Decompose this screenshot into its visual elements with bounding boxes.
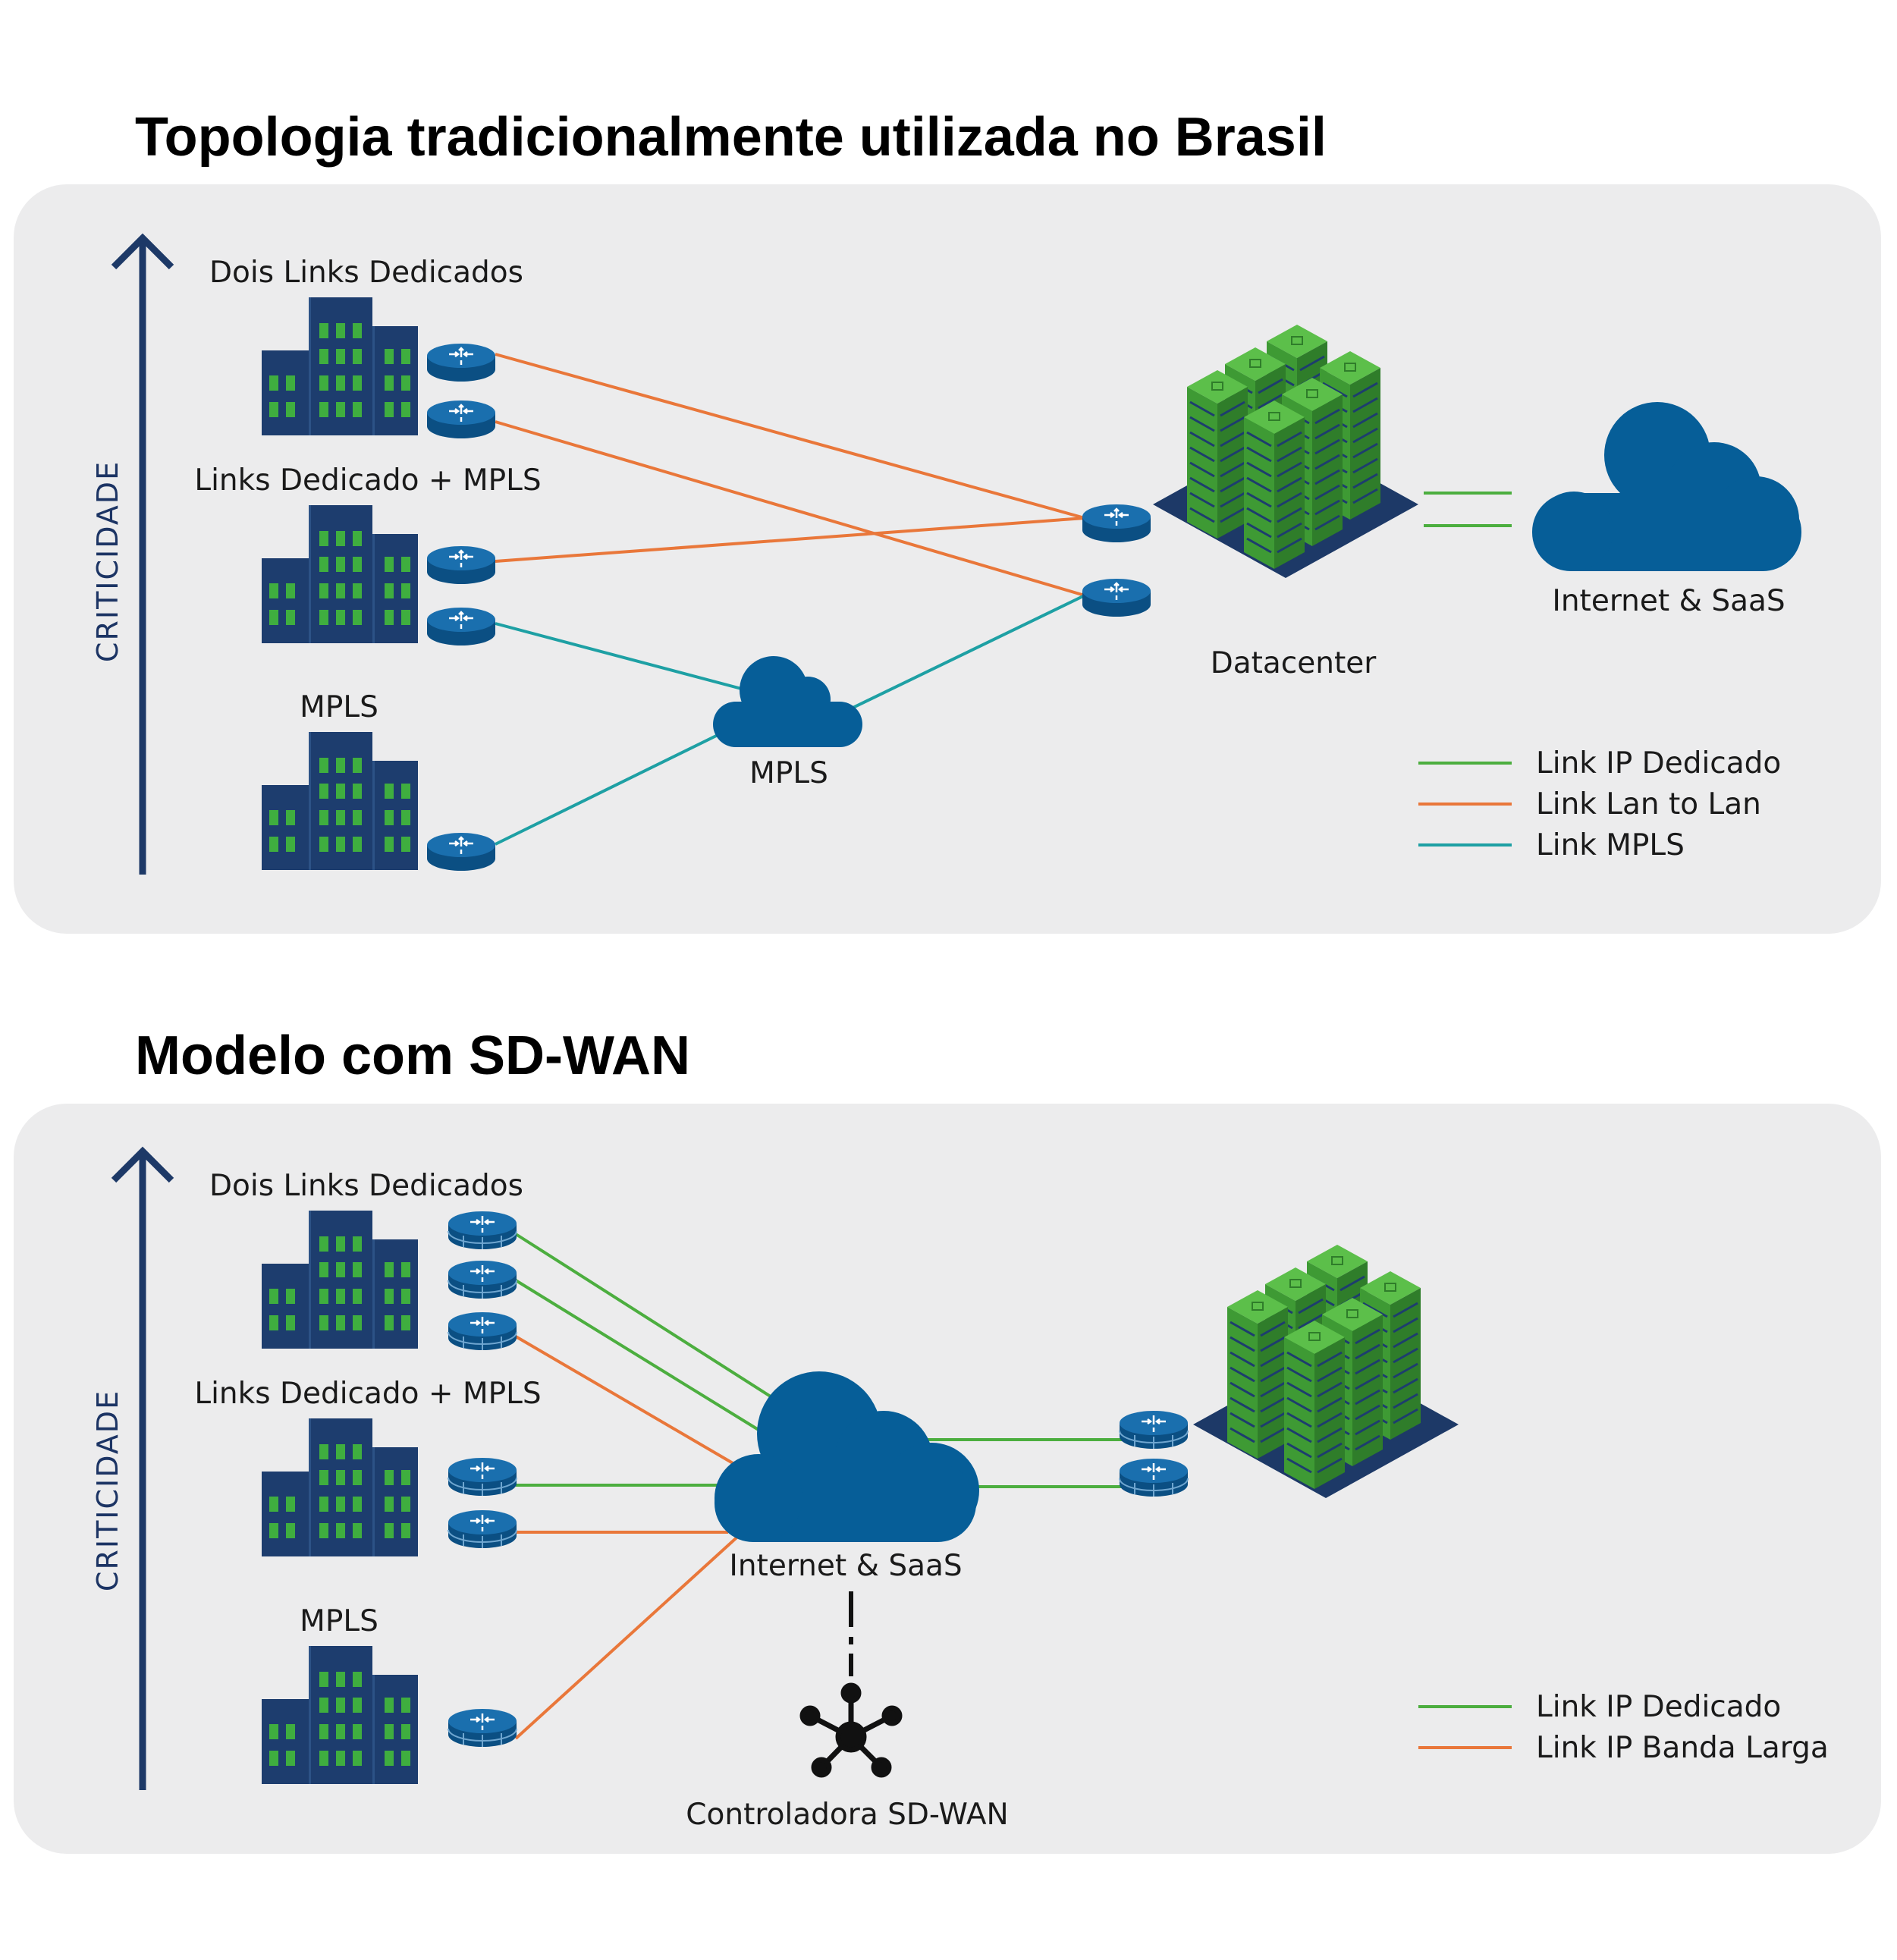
legend-label: Link IP Banda Larga [1536, 1731, 1829, 1765]
broadband-link [514, 1523, 752, 1740]
top-links [495, 353, 1512, 846]
bottom-axis-label: CRITICIDADE [91, 1390, 124, 1591]
legend-label: Link Lan to Lan [1536, 787, 1761, 821]
router-icon [426, 342, 497, 383]
internet-cloud-icon [1532, 402, 1801, 571]
lan-link-2 [495, 420, 1085, 597]
sdwan-router-icon [447, 1509, 518, 1550]
controller-label: Controladora SD-WAN [686, 1798, 1008, 1832]
site-label: Links Dedicado + MPLS [194, 1377, 541, 1411]
internet-label: Internet & SaaS [729, 1549, 962, 1583]
legend-label: Link IP Dedicado [1536, 1690, 1781, 1724]
router-icon [426, 545, 497, 586]
broadband-link [514, 1335, 749, 1473]
router-icon [1081, 503, 1152, 544]
site-label: Dois Links Dedicados [209, 1169, 523, 1203]
bottom-legend: Link IP Dedicado Link IP Banda Larga [1418, 1690, 1829, 1765]
internet-cloud-icon [715, 1371, 979, 1542]
sdwan-router-icon [447, 1210, 518, 1251]
legend-label: Link MPLS [1536, 828, 1685, 862]
sdwan-router-icon [447, 1456, 518, 1497]
router-icon [1081, 577, 1152, 618]
mpls-cloud-label: MPLS [749, 756, 828, 790]
sdwan-router-icon [1118, 1409, 1189, 1450]
datacenter-label: Datacenter [1211, 646, 1377, 680]
top-title: Topologia tradicionalmente utilizada no … [135, 107, 1327, 168]
mpls-link-3 [841, 594, 1085, 715]
site-label: MPLS [300, 1604, 378, 1638]
lan-link-3 [495, 517, 1085, 563]
mpls-cloud-icon [713, 656, 862, 747]
top-axis-label: CRITICIDADE [91, 460, 124, 662]
mpls-link-2 [495, 719, 748, 846]
site-label: Dois Links Dedicados [209, 256, 523, 290]
router-icon [426, 831, 497, 872]
dedicated-link [514, 1279, 760, 1431]
mpls-link-1 [495, 622, 748, 692]
sdwan-router-icon [447, 1259, 518, 1300]
router-icon [426, 399, 497, 440]
bottom-criticality-arrow [111, 1146, 174, 1790]
sdwan-router-icon [447, 1707, 518, 1748]
dedicated-link [514, 1233, 783, 1405]
bottom-links [514, 1233, 1123, 1740]
controller-icon [799, 1682, 903, 1778]
top-criticality-arrow [111, 233, 174, 875]
site-label: Links Dedicado + MPLS [194, 463, 541, 498]
top-legend: Link IP Dedicado Link Lan to Lan Link MP… [1418, 746, 1781, 862]
sdwan-router-icon [1118, 1457, 1189, 1498]
lan-link-1 [495, 353, 1085, 520]
router-icon [426, 606, 497, 647]
bottom-title: Modelo com SD-WAN [135, 1026, 690, 1086]
sdwan-router-icon [447, 1311, 518, 1352]
legend-label: Link IP Dedicado [1536, 746, 1781, 781]
site-label: MPLS [300, 690, 378, 724]
internet-label: Internet & SaaS [1552, 584, 1785, 618]
